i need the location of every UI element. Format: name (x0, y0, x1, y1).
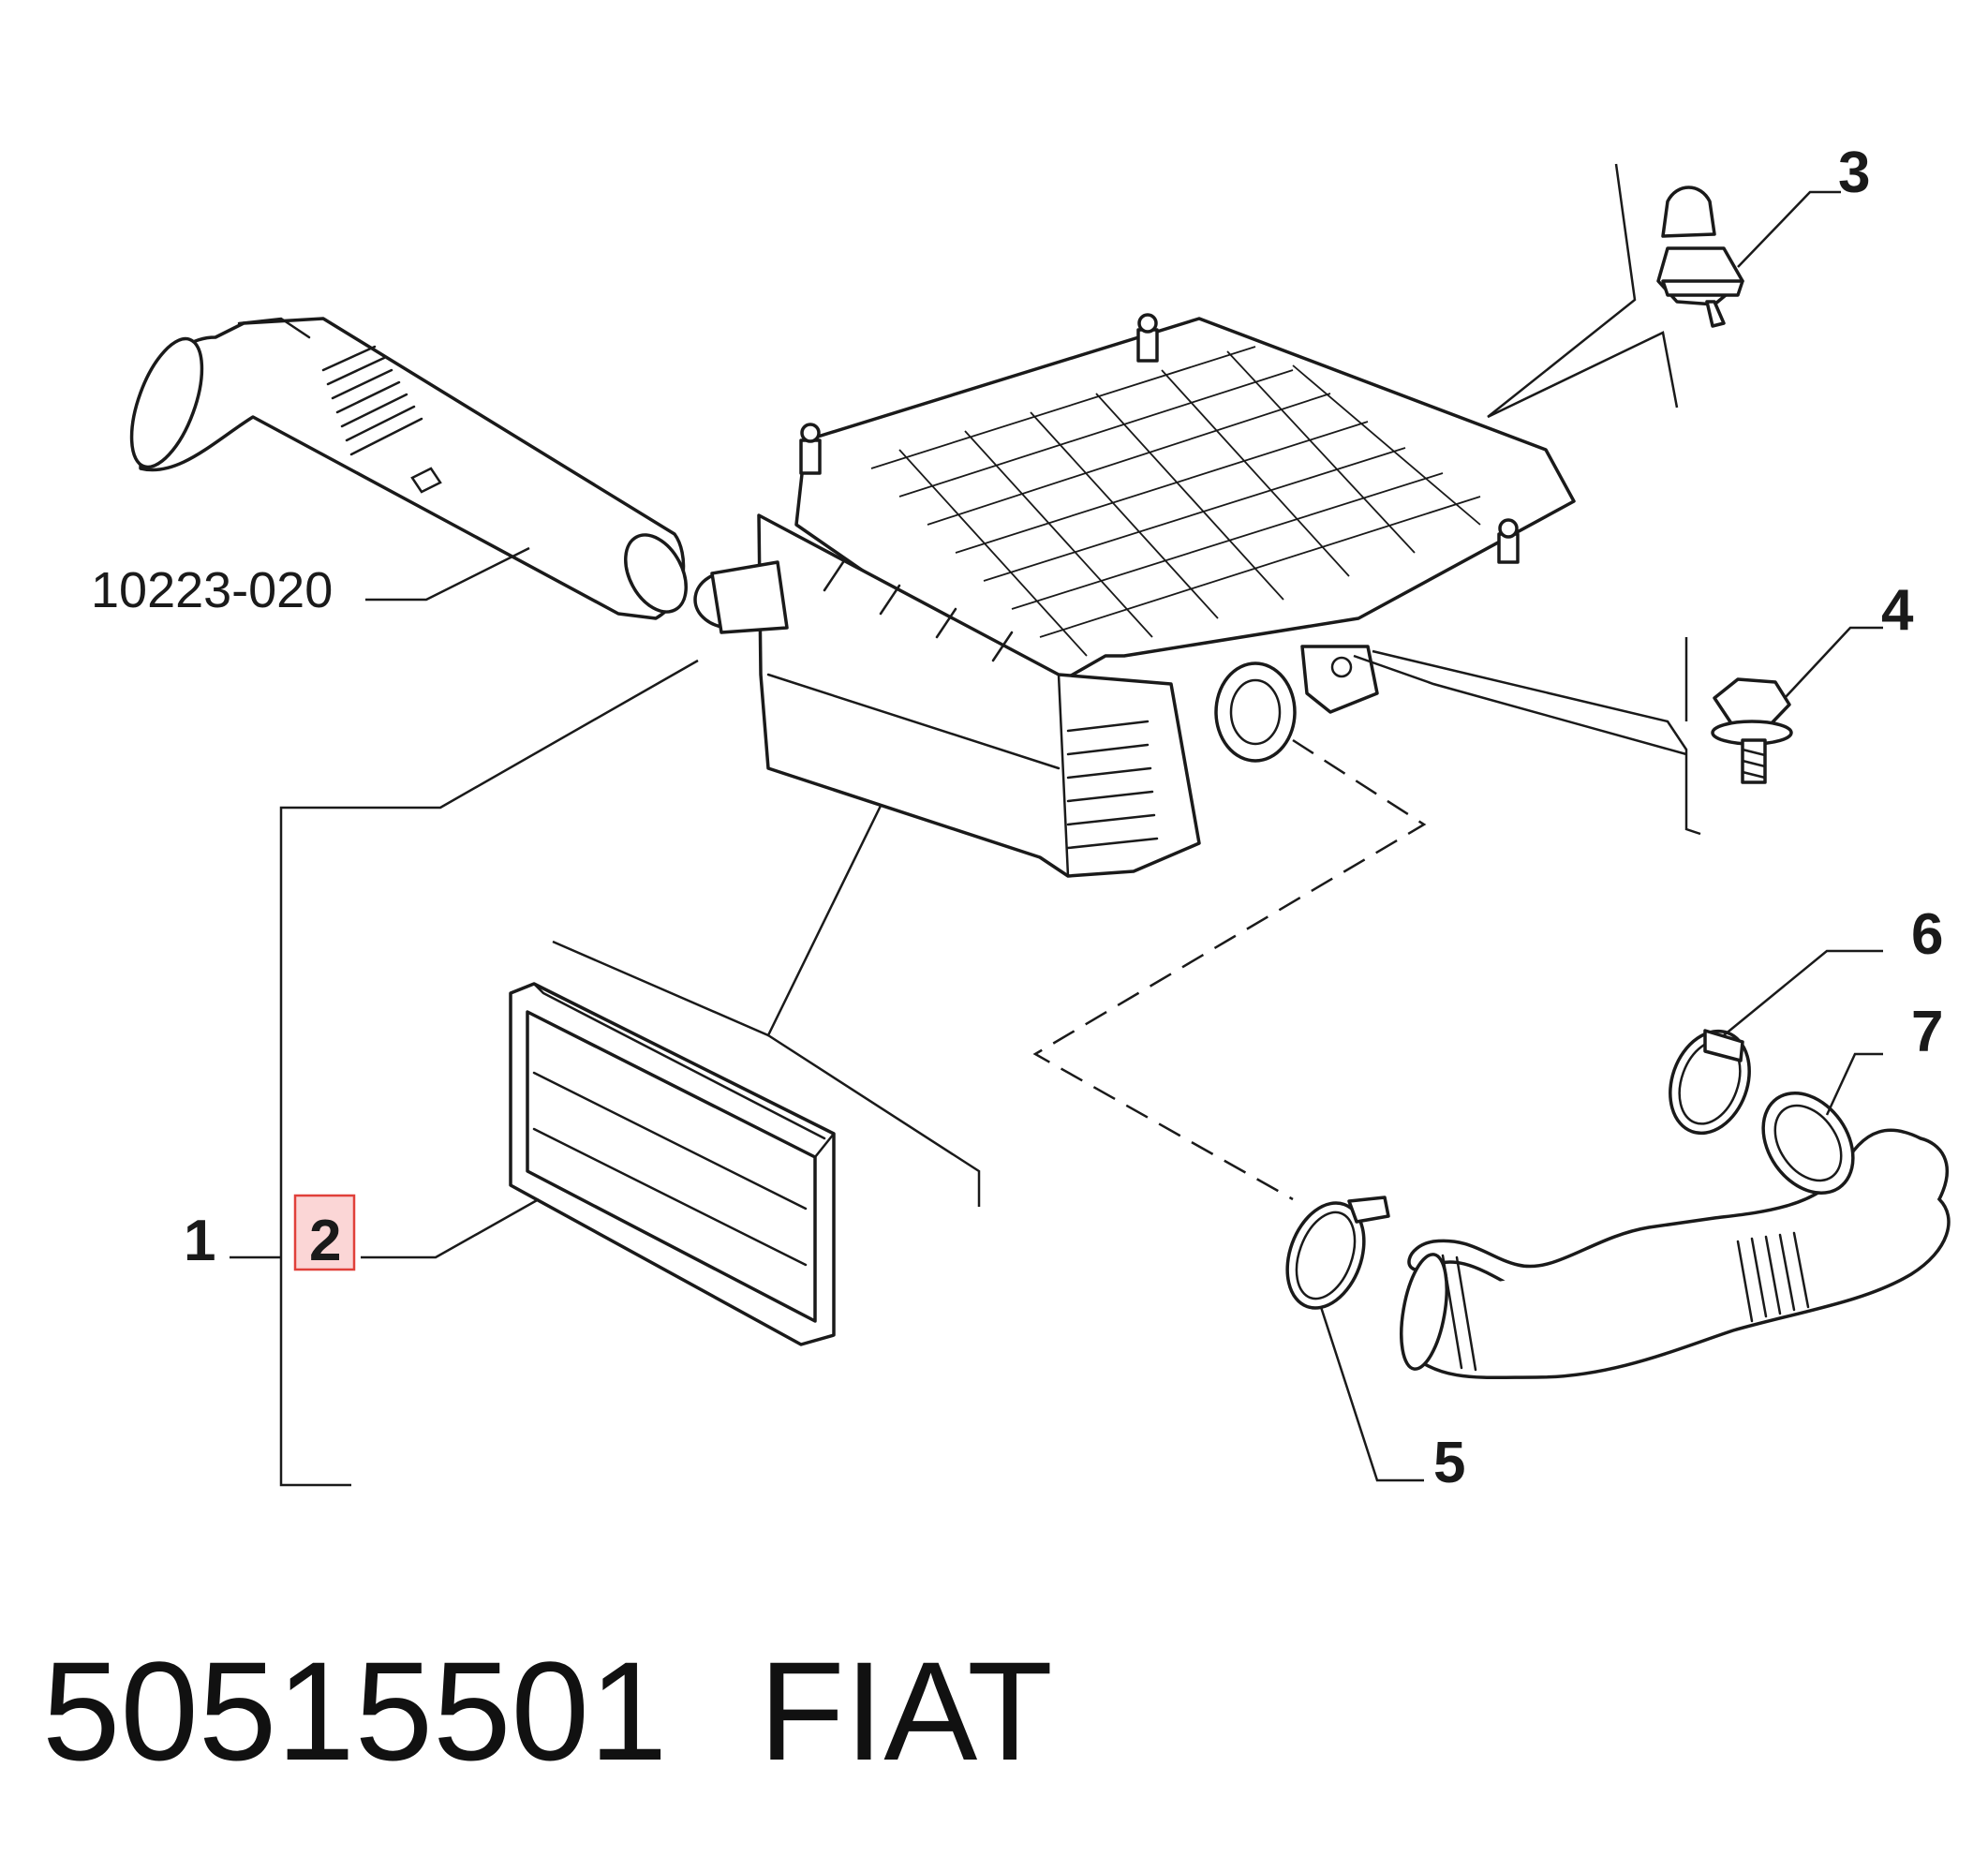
callout-4: 4 (1881, 578, 1914, 643)
hose-clamp-6 (1669, 1029, 1751, 1136)
part-number: 50515501 (42, 1632, 667, 1790)
callout-5: 5 (1433, 1431, 1465, 1495)
filter-element (509, 982, 836, 1346)
callout-labels: 10223-020 1 2 3 4 5 6 7 (91, 141, 1943, 1495)
intake-duct (129, 317, 688, 620)
callout-ref-intake: 10223-020 (91, 562, 333, 618)
brand-name: FIAT (759, 1632, 1053, 1790)
callout-2-highlight: 2 (293, 1194, 356, 1273)
leader-lines (230, 163, 1883, 1487)
hex-bolt (1711, 677, 1793, 784)
push-in-stud (1656, 186, 1744, 328)
callout-2: 2 (309, 1209, 341, 1273)
hose-clamp-5 (1285, 1196, 1390, 1310)
housing-grid (870, 346, 1481, 657)
intake-bellows (321, 345, 423, 456)
highlight-box (293, 1194, 356, 1271)
footer-caption: 50515501 FIAT (42, 1632, 1053, 1790)
callout-1: 1 (184, 1209, 215, 1273)
air-filter-housing (693, 313, 1576, 878)
callout-7: 7 (1911, 1000, 1943, 1064)
callout-3: 3 (1838, 141, 1870, 205)
callout-6: 6 (1911, 902, 1943, 967)
air-duct-hose (1400, 1091, 1951, 1380)
hose-bellows (1441, 1231, 1810, 1372)
housing-ribs (1066, 720, 1159, 850)
